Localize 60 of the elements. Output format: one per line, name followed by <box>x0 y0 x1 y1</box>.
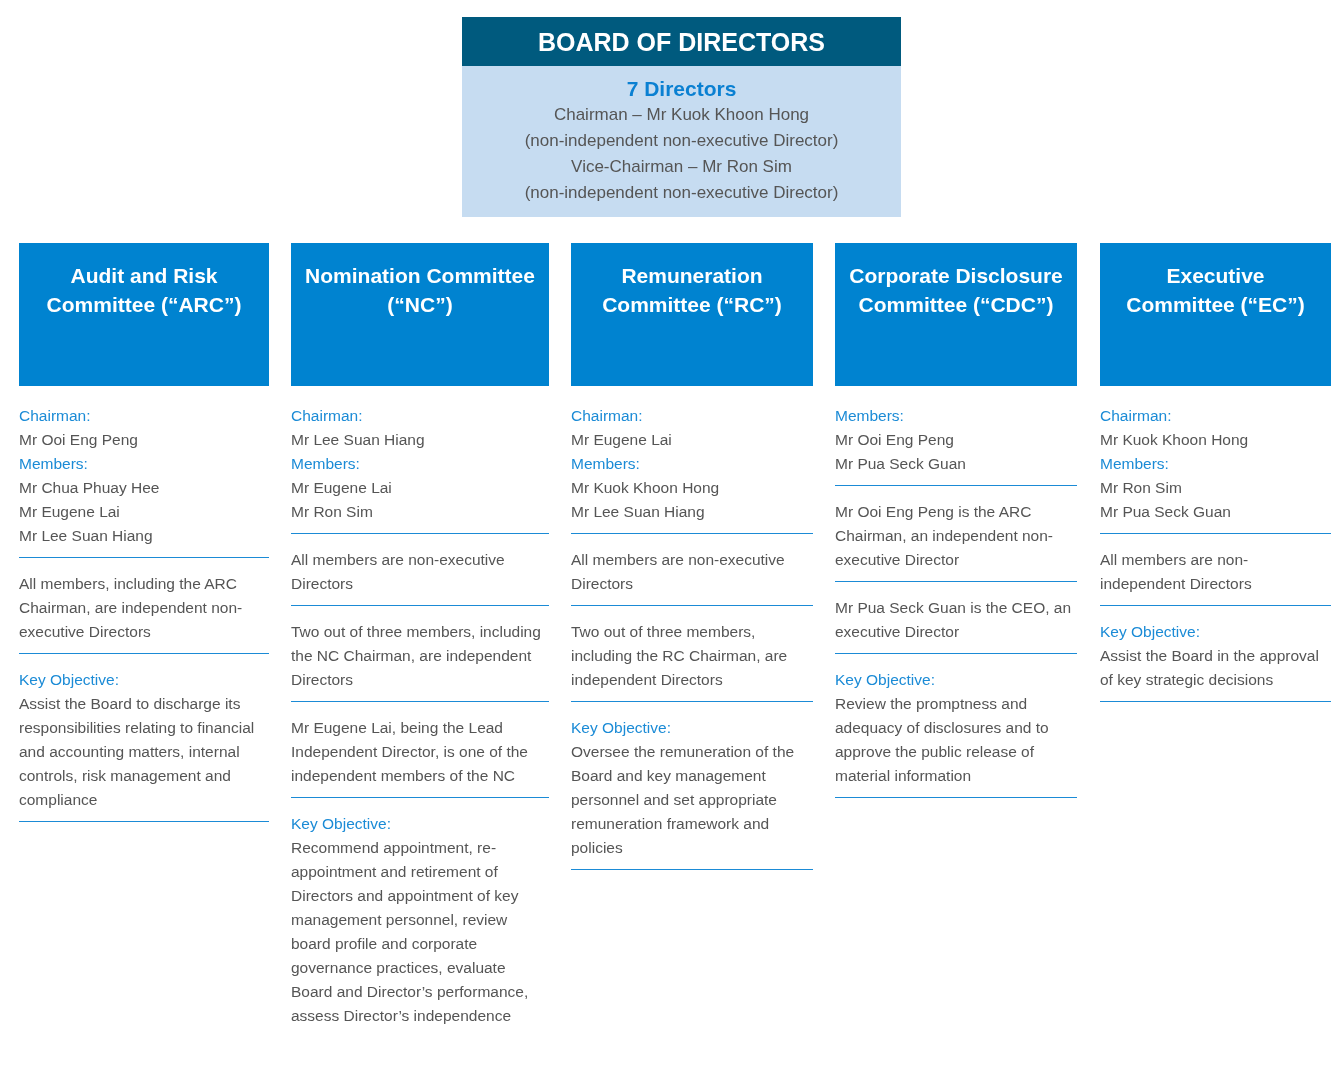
field-label: Key Objective: <box>1100 622 1201 642</box>
committee-title: Executive Committee (“EC”) <box>1125 263 1306 318</box>
committee-detail: Mr Lee Suan Hiang <box>291 430 426 450</box>
committee-detail: All members, including the ARC Chairman, are independent non-executive Directors <box>19 574 244 642</box>
committee-title: Nomination Committee (“NC”) <box>305 263 535 318</box>
committee-box <box>571 243 813 386</box>
field-label: Chairman: <box>1100 406 1173 426</box>
committee-title: Audit and Risk Committee (“ARC”) <box>45 263 243 318</box>
director-line: (non-independent non-executive Director) <box>523 182 840 204</box>
director-line: (non-independent non-executive Director) <box>523 130 840 152</box>
committee-detail: Mr Ooi Eng Peng <box>835 430 955 450</box>
committee-detail: Mr Pua Seck Guan is the CEO, an executive Director <box>835 598 1073 642</box>
committee-detail: Oversee the remuneration of the Board and key management personnel and set appropriate remuneration framework and policies <box>571 742 796 858</box>
committee-box <box>835 243 1077 386</box>
committee-detail: Mr Ooi Eng Peng <box>19 430 139 450</box>
committee-detail: Assist the Board in the approval of key strategic decisions <box>1100 646 1320 690</box>
committee-detail: Two out of three members, including the NC Chairman, are independent Directors <box>291 622 542 690</box>
committee-detail: All members are non-executive Directors <box>291 550 506 594</box>
committee-detail: Mr Eugene Lai, being the Lead Independent Director, is one of the independent members of the NC <box>291 718 529 786</box>
committee-detail: Mr Pua Seck Guan <box>835 454 967 474</box>
field-label: Key Objective: <box>835 670 936 690</box>
field-label: Members: <box>291 454 361 474</box>
committee-box <box>291 243 549 386</box>
field-label: Chairman: <box>291 406 364 426</box>
committee-detail: Mr Lee Suan Hiang <box>19 526 154 546</box>
committee-detail: Mr Pua Seck Guan <box>1100 502 1232 522</box>
field-label: Members: <box>1100 454 1170 474</box>
committee-detail: Two out of three members, including the RC Chairman, are independent Directors <box>571 622 789 690</box>
director-line: Vice-Chairman – Mr Ron Sim <box>570 156 793 178</box>
committee-detail: Mr Ron Sim <box>1100 478 1183 498</box>
committee-detail: All members are non-executive Directors <box>571 550 786 594</box>
committee-detail: Mr Ron Sim <box>291 502 374 522</box>
board-title-bar: BOARD OF DIRECTORS <box>462 17 901 66</box>
committee-detail: Review the promptness and adequacy of disclosures and to approve the public release of material information <box>835 694 1050 786</box>
committee-title: Remuneration Committee (“RC”) <box>601 263 783 318</box>
director-line: Chairman – Mr Kuok Khoon Hong <box>552 104 811 126</box>
directors-count: 7 Directors <box>625 76 738 102</box>
field-label: Key Objective: <box>291 814 392 834</box>
field-label: Members: <box>835 406 905 426</box>
field-label: Key Objective: <box>19 670 120 690</box>
field-label: Chairman: <box>571 406 644 426</box>
committee-detail: All members are non-independent Directors <box>1100 550 1253 594</box>
field-label: Members: <box>19 454 89 474</box>
committee-detail: Recommend appointment, re-appointment and retirement of Directors and appointment of key management personnel, review board profile and corporate governance practices, evaluate Board and Director’s performance, assess Director’s independence <box>291 838 530 1026</box>
board-panel <box>462 17 901 217</box>
committee-detail: Mr Lee Suan Hiang <box>571 502 706 522</box>
committee-detail: Assist the Board to discharge its responsibilities relating to financial and accounting matters, internal controls, risk management and compliance <box>19 694 256 810</box>
committee-title: Corporate Disclosure Committee (“CDC”) <box>849 263 1063 318</box>
committee-detail: Mr Eugene Lai <box>19 502 121 522</box>
field-label: Key Objective: <box>571 718 672 738</box>
committee-detail: Mr Eugene Lai <box>571 430 673 450</box>
committee-detail: Mr Ooi Eng Peng is the ARC Chairman, an independent non-executive Director <box>835 502 1054 570</box>
committee-box <box>19 243 269 386</box>
committee-detail: Mr Eugene Lai <box>291 478 393 498</box>
committee-box <box>1100 243 1331 386</box>
committee-detail: Mr Kuok Khoon Hong <box>1100 430 1250 450</box>
committee-detail: Mr Kuok Khoon Hong <box>571 478 721 498</box>
committee-detail: Mr Chua Phuay Hee <box>19 478 161 498</box>
field-label: Members: <box>571 454 641 474</box>
field-label: Chairman: <box>19 406 92 426</box>
